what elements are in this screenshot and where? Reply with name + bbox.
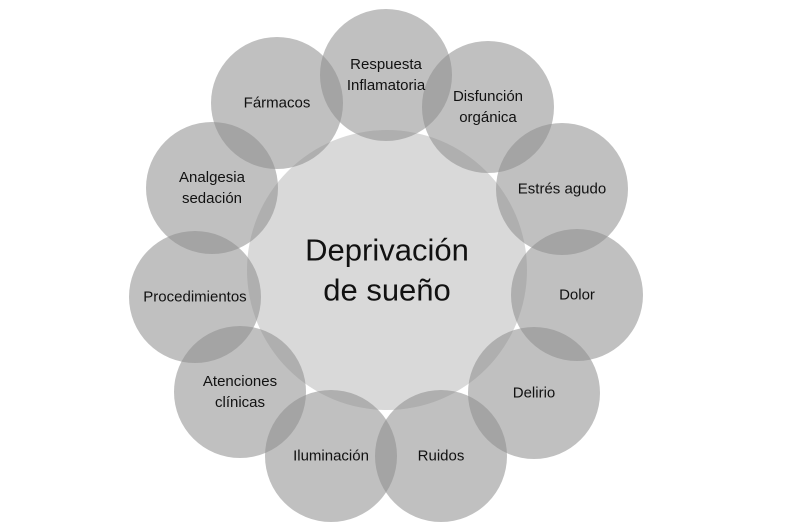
node-label-atenciones-clinicas-line: clínicas	[215, 394, 265, 411]
node-label-delirio-line: Delirio	[513, 385, 556, 402]
node-label-farmacos: Fármacos	[244, 95, 311, 112]
node-label-estres-agudo: Estrés agudo	[518, 181, 606, 198]
node-label-disfuncion-organica-line: orgánica	[459, 109, 517, 126]
node-label-estres-agudo-line: Estrés agudo	[518, 181, 606, 198]
node-label-ruidos: Ruidos	[418, 448, 465, 465]
node-ruidos	[375, 390, 507, 522]
node-label-farmacos-line: Fármacos	[244, 95, 311, 112]
node-label-disfuncion-organica-line: Disfunción	[453, 88, 523, 105]
node-label-disfuncion-organica: Disfunción orgánica	[453, 88, 523, 126]
node-circle-farmacos	[211, 37, 343, 169]
node-label-procedimientos-line: Procedimientos	[143, 289, 246, 306]
node-label-atenciones-clinicas-line: Atenciones	[203, 373, 277, 390]
node-label-delirio: Delirio	[513, 385, 556, 402]
center-label-line: Deprivación	[305, 233, 469, 268]
node-label-respuesta-inflamatoria-line: Inflamatoria	[347, 77, 426, 94]
node-circle-respuesta-inflamatoria	[320, 9, 452, 141]
node-respuesta-inflamatoria	[320, 9, 452, 141]
node-label-atenciones-clinicas: Atenciones clínicas	[203, 373, 277, 411]
center-label-line: de sueño	[323, 273, 451, 308]
outer-nodes	[129, 9, 643, 522]
node-circle-procedimientos	[129, 231, 261, 363]
node-label-iluminacion-line: Iluminación	[293, 448, 369, 465]
node-label-procedimientos: Procedimientos	[143, 289, 246, 306]
node-label-iluminacion: Iluminación	[293, 448, 369, 465]
center-label: Deprivación de sueño	[305, 233, 469, 308]
center-circle	[247, 130, 527, 410]
node-label-dolor: Dolor	[559, 287, 595, 304]
node-estres-agudo	[496, 123, 628, 255]
node-delirio	[468, 327, 600, 459]
node-circle-estres-agudo	[496, 123, 628, 255]
node-label-respuesta-inflamatoria-line: Respuesta	[350, 56, 422, 73]
node-procedimientos	[129, 231, 261, 363]
node-circle-delirio	[468, 327, 600, 459]
node-label-dolor-line: Dolor	[559, 287, 595, 304]
node-label-analgesia-sedacion-line: Analgesia	[179, 169, 246, 186]
center-node	[247, 130, 527, 410]
node-label-analgesia-sedacion: Analgesia sedación	[179, 169, 246, 207]
node-label-analgesia-sedacion-line: sedación	[182, 190, 242, 207]
node-label-ruidos-line: Ruidos	[418, 448, 465, 465]
node-farmacos	[211, 37, 343, 169]
node-circle-ruidos	[375, 390, 507, 522]
